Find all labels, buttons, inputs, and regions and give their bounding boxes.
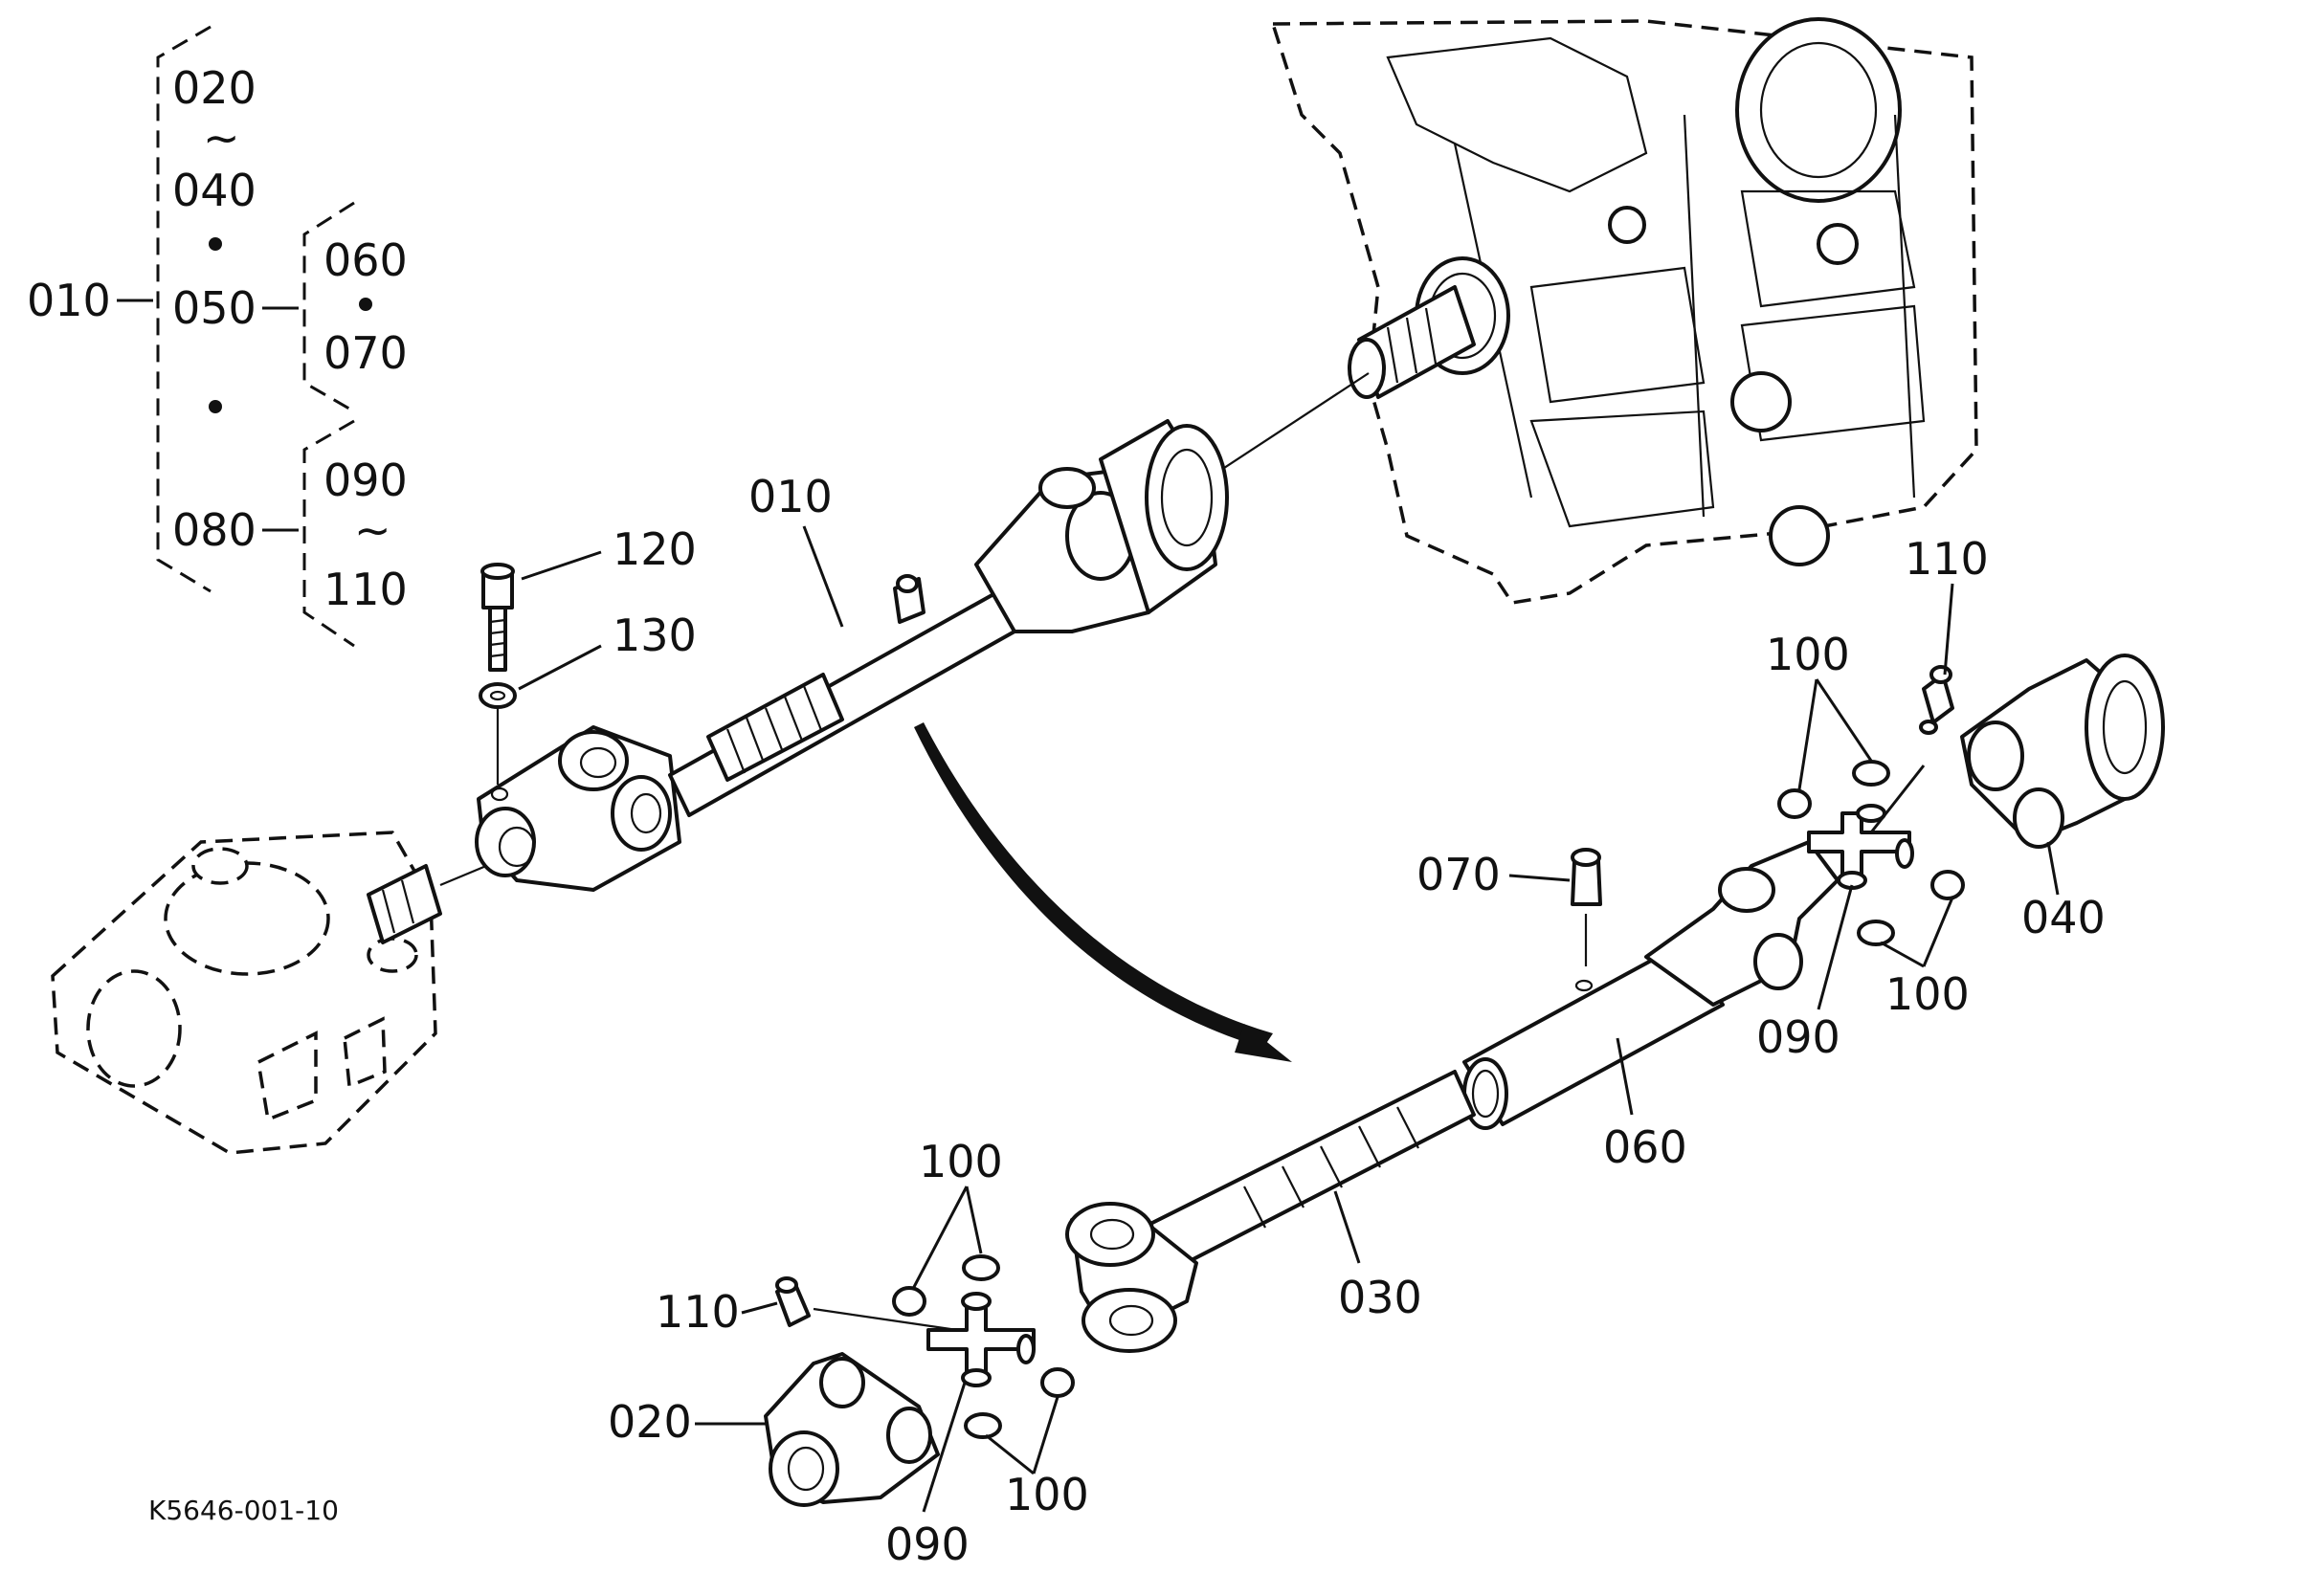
bolt-120 [480,563,515,785]
tree-070: 070 [323,327,408,379]
callout-100-right-top: 100 [1766,629,1850,680]
callout-100-left-top: 100 [919,1136,1003,1187]
callout-110-right: 110 [1905,533,1989,585]
front-axle-housing [51,831,442,1155]
callout-030: 030 [1338,1272,1422,1323]
grease-fitting-110-right [1919,665,1954,735]
callout-120: 120 [613,523,697,575]
callout-040: 040 [2021,892,2106,943]
drawing-code: K5646-001-10 [148,1495,339,1526]
yoke-020 [764,1352,940,1507]
tree-110: 110 [323,564,408,615]
hierarchy-tree: 010 020 ~ 040 050 060 070 080 090 ~ 110 [27,25,408,648]
exploded-view-arrow [914,722,1292,1062]
tree-dot [209,237,222,251]
callout-leaders [518,525,2060,1513]
grease-fitting-070 [1571,848,1602,966]
yoke-040 [1960,654,2165,849]
inner-shaft-030 [1065,1070,1476,1353]
tree-040: 040 [172,165,256,216]
cross-090-left [926,1292,1036,1387]
washer-130 [479,682,517,709]
cross-090-right [1807,804,1914,890]
transmission-housing [1270,17,1978,605]
tree-080: 080 [172,504,256,556]
outer-shaft-060 [1462,840,1840,1130]
callout-060: 060 [1603,1121,1687,1173]
grease-fitting-110-left [775,1276,958,1332]
callout-010: 010 [748,471,833,522]
tree-090: 090 [323,454,408,506]
tree-dot [359,298,372,311]
snap-rings-100-right [1777,760,1965,946]
callout-090-left: 090 [885,1518,970,1570]
callout-100-right-bottom: 100 [1885,968,1970,1020]
snap-rings-100-left [892,1254,1075,1439]
tree-dot [209,400,222,413]
tree-020: 020 [172,62,256,114]
callout-labels: 010 120 130 110 100 100 090 040 070 060 … [608,471,2106,1570]
callout-090-right: 090 [1756,1011,1840,1063]
drive-shaft-assembly [439,372,1370,892]
callout-110-left: 110 [656,1286,740,1338]
tree-060: 060 [323,234,408,286]
callout-070: 070 [1416,849,1501,900]
tree-tilde-c: ~ [354,504,391,556]
tree-tilde-a: ~ [203,112,240,164]
tree-050: 050 [172,282,256,334]
callout-020: 020 [608,1396,692,1448]
callout-100-left-bottom: 100 [1005,1469,1089,1520]
callout-130: 130 [613,610,697,661]
tree-root-010: 010 [27,275,111,326]
